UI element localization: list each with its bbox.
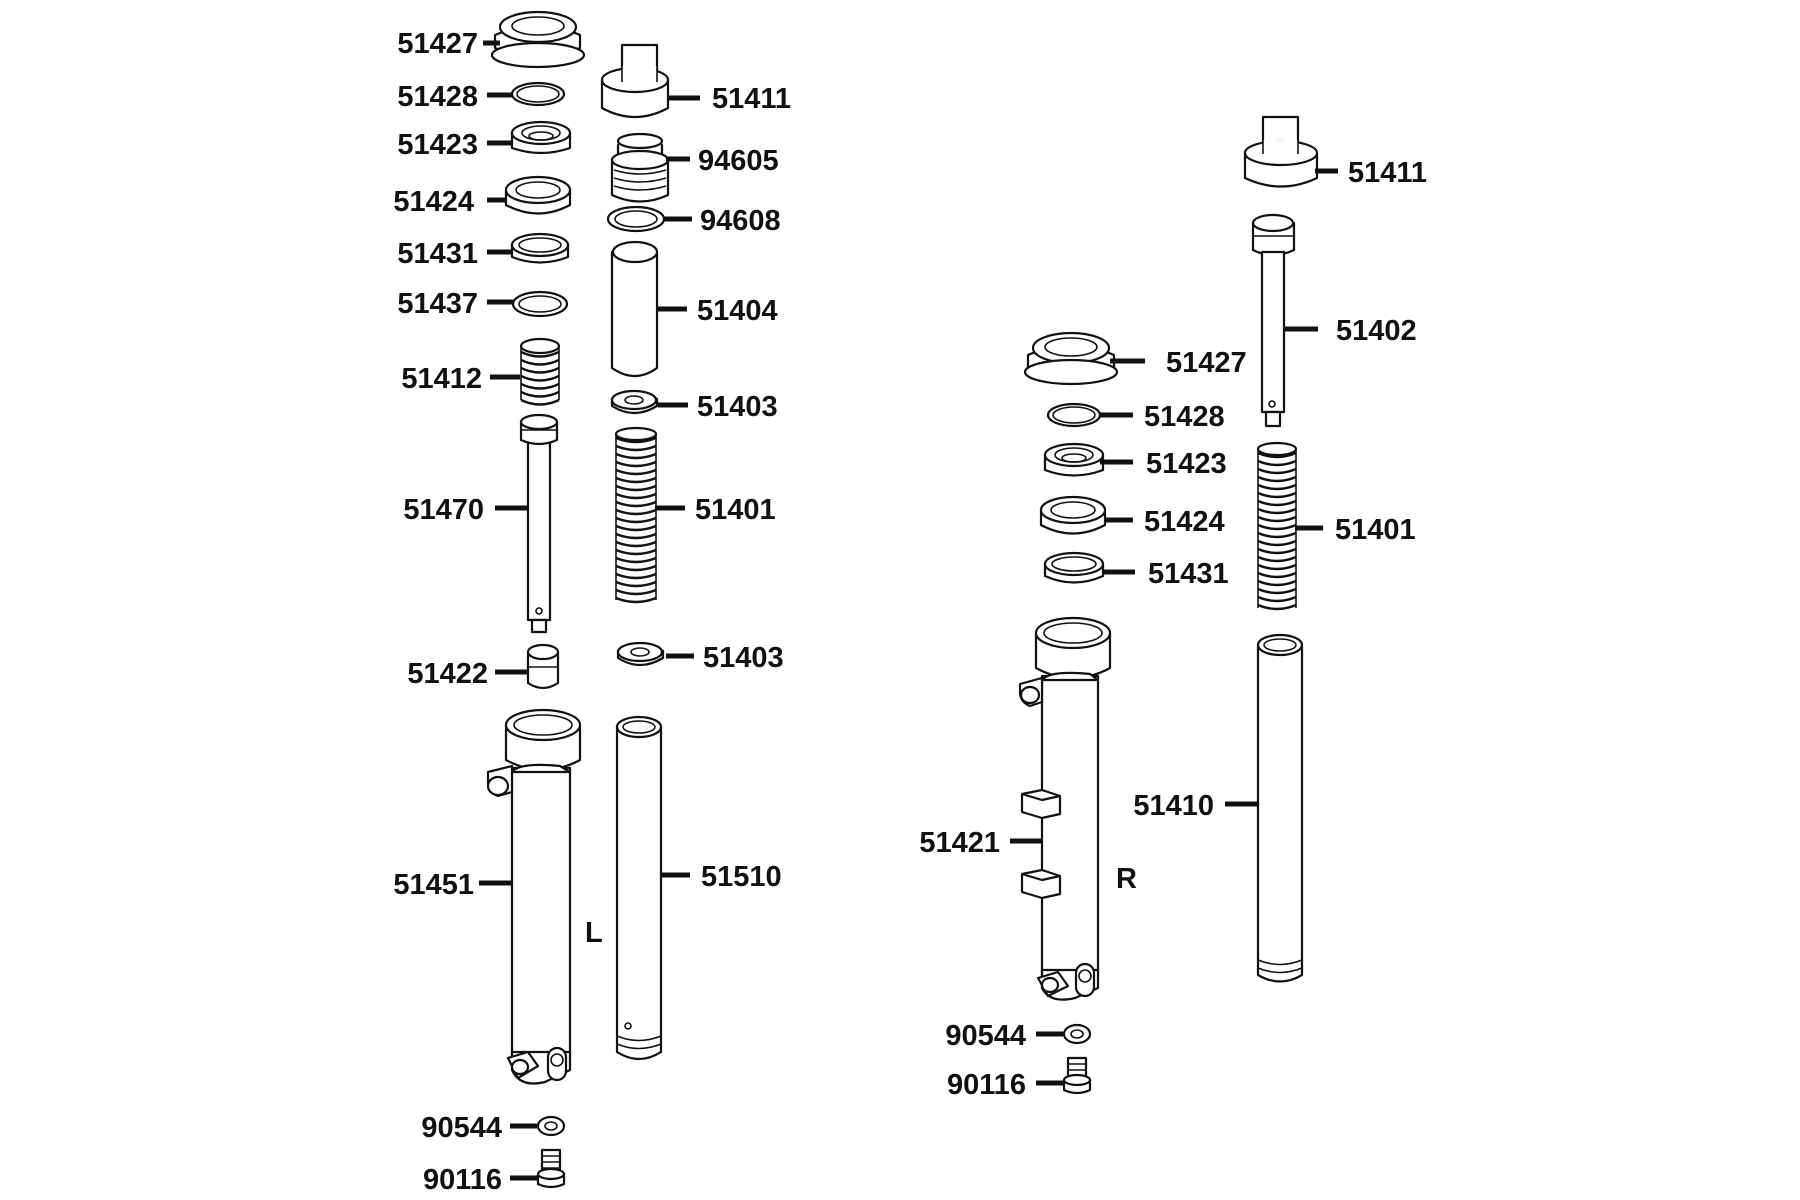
part-number-label: 51411 [1348,157,1427,189]
cap-ring-right-part [1046,402,1102,428]
cap-ring-part [510,81,566,107]
part-number-label: 51421 [919,827,1000,859]
part-number-label: 94605 [698,145,779,177]
bearing-upper-right-part [1043,442,1105,477]
cap-seat-right-part [1023,331,1119,386]
part-number-label: 51423 [397,129,478,161]
main-spring-right-part [1256,441,1298,611]
short-spring-part [519,337,561,406]
damper-rod-right-part [1251,213,1296,428]
part-number-label: 90116 [423,1164,502,1196]
plug-oring-part [606,205,666,233]
part-number-label: 51428 [397,81,478,113]
bearing-race-right-part [1039,495,1107,535]
bearing-upper-part [510,120,572,155]
top-plug-part [610,132,670,203]
inner-tube-right-part [1256,633,1304,983]
right-side-label: R [1116,863,1137,895]
part-number-label: 51424 [393,186,474,218]
part-number-label: 51401 [695,494,776,526]
part-number-label: 51423 [1146,448,1227,480]
part-number-label: 51403 [703,642,784,674]
part-number-label: 51428 [1144,401,1225,433]
cap-seat-part [490,10,586,69]
part-number-label: 51437 [397,288,478,320]
part-number-label: 51403 [697,391,778,423]
bolt-right-part [1062,1056,1092,1095]
washer-right-part [1062,1023,1092,1045]
part-number-label: 94608 [700,205,781,237]
part-number-label: 90544 [945,1020,1026,1052]
part-number-label: 90544 [421,1112,502,1144]
part-number-label: 51412 [401,363,482,395]
part-number-label: 51510 [701,861,782,893]
spring-washer-lower-part [616,641,665,667]
bolt-left-part [536,1148,566,1189]
inner-tube-left-part [615,715,663,1061]
damper-bush-part [526,643,560,690]
dust-ring-part [510,232,570,264]
bearing-race-part [504,175,572,215]
spacer-tube-part [610,240,659,378]
part-number-label: 51422 [407,658,488,690]
part-number-label: 51470 [403,494,484,526]
part-number-label: 51402 [1336,315,1417,347]
part-number-label: 51401 [1335,514,1416,546]
main-spring-left-part [614,426,658,604]
spring-washer-upper-part [610,389,659,415]
part-number-label: 51424 [1144,506,1225,538]
part-number-label: 51427 [1166,347,1247,379]
part-number-label: 51431 [397,238,478,270]
part-number-label: 51410 [1133,790,1214,822]
part-number-label: 51427 [397,28,478,60]
damper-rod-part [519,413,559,634]
part-number-label: 51404 [697,295,778,327]
top-sleeve-left-part [600,43,670,118]
part-number-label: 51411 [712,83,791,115]
small-ring-part [511,290,569,318]
part-number-label: 51451 [393,869,474,901]
left-side-label: L [585,917,603,949]
washer-left-part [536,1115,566,1137]
part-number-label: 51431 [1148,558,1229,590]
top-sleeve-right-part [1243,115,1319,188]
outer-tube-right-part [1018,616,1112,1001]
dust-ring-right-part [1043,551,1105,584]
part-number-label: 90116 [947,1069,1026,1101]
outer-tube-left-part [486,708,582,1085]
